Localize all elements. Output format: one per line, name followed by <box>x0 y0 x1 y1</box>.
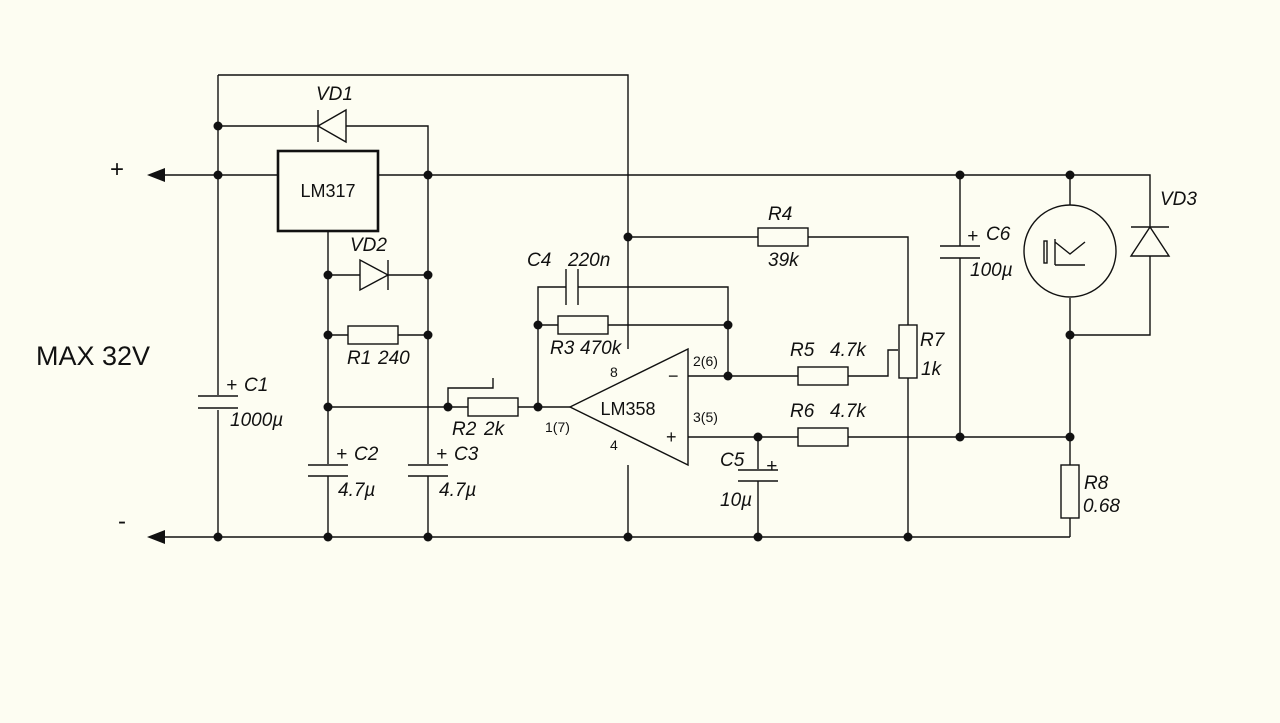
r5-ref: R5 <box>790 340 815 361</box>
pin-vcc: 8 <box>610 364 618 380</box>
lm358-opamp <box>568 347 689 467</box>
r8-value: 0.68 <box>1083 496 1120 517</box>
c2-ref: C2 <box>354 444 379 465</box>
r8-ref: R8 <box>1084 473 1109 494</box>
r7-ref: R7 <box>920 330 946 351</box>
capacitor-c1 <box>198 395 238 409</box>
c1-value: 1000µ <box>230 410 283 431</box>
c5-ref: C5 <box>720 450 745 471</box>
c6-value: 100µ <box>970 260 1013 281</box>
c4-ref: C4 <box>527 250 551 271</box>
c3-ref: C3 <box>454 444 479 465</box>
resistor-r2 <box>467 397 519 417</box>
diode-vd3 <box>1129 225 1171 257</box>
lm317-label: LM317 <box>300 181 355 201</box>
c5-polarity: + <box>766 456 777 477</box>
capacitor-c2 <box>308 464 348 477</box>
resistor-r7 <box>898 324 918 379</box>
r1-value: 240 <box>377 348 410 369</box>
r3-value: 470k <box>580 338 623 359</box>
vd3-ref: VD3 <box>1160 189 1197 210</box>
capacitor-c3 <box>408 464 448 477</box>
r7-value: 1k <box>921 359 943 380</box>
resistor-r8 <box>1060 464 1080 519</box>
resistor-r3 <box>557 315 609 335</box>
r3-ref: R3 <box>550 338 575 359</box>
resistor-r4 <box>757 227 809 247</box>
capacitor-c5 <box>738 469 778 482</box>
pin-inv: 2(6) <box>693 353 718 369</box>
minus-terminal: - <box>118 508 126 535</box>
c5-value: 10µ <box>720 490 752 511</box>
pin-noninv: 3(5) <box>693 409 718 425</box>
opamp-plus-sign: + <box>666 427 677 447</box>
r5-value: 4.7k <box>830 340 867 361</box>
capacitor-c4 <box>565 269 579 305</box>
r2-value: 2k <box>483 419 506 440</box>
c1-ref: C1 <box>244 375 268 396</box>
vd2-ref: VD2 <box>350 235 387 256</box>
plus-terminal: + <box>110 156 124 183</box>
resistor-r1 <box>347 325 399 345</box>
diode-vd2 <box>359 258 390 292</box>
pin-out: 1(7) <box>545 419 570 435</box>
wires <box>160 74 1151 538</box>
plus-arrow-icon <box>147 168 165 182</box>
c2-polarity: + <box>336 444 347 465</box>
r2-ref: R2 <box>452 419 477 440</box>
c2-value: 4.7µ <box>338 480 375 501</box>
r4-value: 39k <box>768 250 800 271</box>
lm317-regulator <box>276 149 380 233</box>
lm358-label: LM358 <box>600 399 655 419</box>
minus-arrow-icon <box>147 530 165 544</box>
vd1-ref: VD1 <box>316 84 353 105</box>
diode-vd1 <box>316 108 347 144</box>
resistor-r6 <box>797 427 849 447</box>
c6-polarity: + <box>967 226 978 247</box>
r1-ref: R1 <box>347 348 371 369</box>
r6-ref: R6 <box>790 401 815 422</box>
r4-ref: R4 <box>768 204 792 225</box>
c6-ref: C6 <box>986 224 1011 245</box>
pin-gnd: 4 <box>610 437 618 453</box>
opamp-minus-sign: − <box>668 366 679 386</box>
motor <box>1023 204 1117 298</box>
junctions <box>213 121 1075 542</box>
c4-value: 220n <box>567 250 610 271</box>
c3-polarity: + <box>436 444 447 465</box>
max-voltage-label: MAX 32V <box>36 341 150 371</box>
c1-polarity: + <box>226 375 237 396</box>
r6-value: 4.7k <box>830 401 867 422</box>
resistor-r5 <box>797 366 849 386</box>
c3-value: 4.7µ <box>439 480 476 501</box>
capacitor-c6 <box>940 245 980 259</box>
